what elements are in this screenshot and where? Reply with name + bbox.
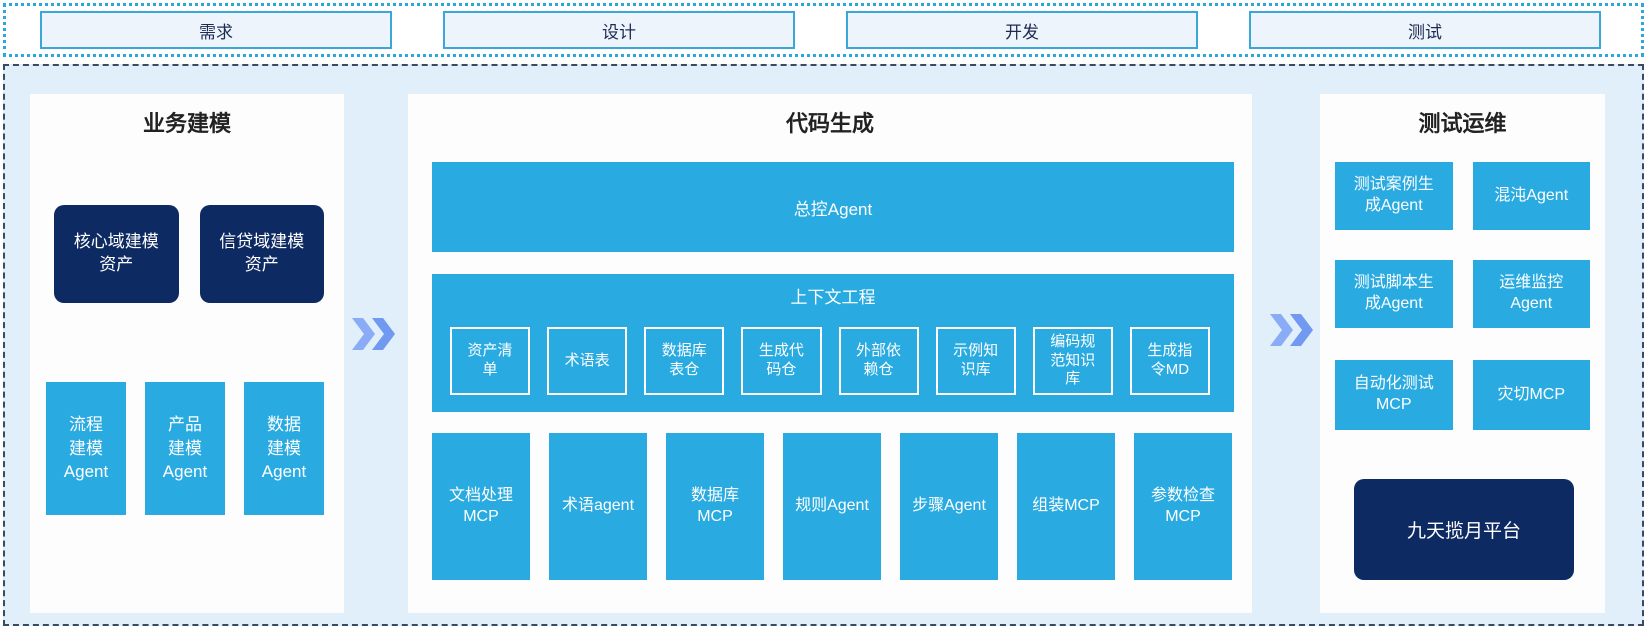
box-example-knowledge-base: 示例知 识库 <box>935 327 1016 395</box>
test-ops-title: 测试运维 <box>1418 111 1507 136</box>
box-doc-processing-mcp: 文档处理 MCP <box>432 433 530 580</box>
box-test-script-generation-agent: 测试脚本生 成Agent <box>1335 260 1453 328</box>
box-credit-domain-modeling-assets: 信贷域建模 资产 <box>199 205 324 303</box>
box-asset-list: 资产清 单 <box>450 327 531 395</box>
phase-band: 需求 设计 开发 测试 <box>3 3 1644 57</box>
code-generation-title: 代码生成 <box>785 111 874 136</box>
box-process-modeling-agent: 流程 建模 Agent <box>46 382 126 515</box>
box-test-case-generation-agent: 测试案例生 成Agent <box>1335 162 1453 230</box>
section-test-ops: 测试运维 测试案例生 成Agent 混沌Agent 测试脚本生 成Agent 运… <box>1320 94 1605 613</box>
test-ops-row-3: 自动化测试 MCP 灾切MCP <box>1335 360 1590 430</box>
section-code-generation: 代码生成 总控Agent 上下文工程 资产清 单 术语表 数据库 表仓 生成代 … <box>408 94 1252 613</box>
context-engineering-panel: 上下文工程 资产清 单 术语表 数据库 表仓 生成代 码仓 外部依 赖仓 示例知… <box>432 274 1234 412</box>
box-assembly-mcp: 组装MCP <box>1017 433 1115 580</box>
box-disaster-switch-mcp: 灾切MCP <box>1472 360 1590 430</box>
test-ops-row-2: 测试脚本生 成Agent 运维监控 Agent <box>1335 260 1590 328</box>
box-step-agent: 步骤Agent <box>900 433 998 580</box>
box-rule-agent: 规则Agent <box>783 433 881 580</box>
phase-development: 开发 <box>846 11 1198 49</box>
box-core-domain-modeling-assets: 核心域建模 资产 <box>54 205 179 303</box>
box-chaos-agent: 混沌Agent <box>1472 162 1590 230</box>
flow-arrow-icon <box>352 318 395 350</box>
box-product-modeling-agent: 产品 建模 Agent <box>145 382 225 515</box>
box-jiutian-lanyue-platform: 九天揽月平台 <box>1354 479 1574 580</box>
phase-design: 设计 <box>443 11 795 49</box>
box-generated-code-repo: 生成代 码仓 <box>741 327 822 395</box>
box-database-mcp: 数据库 MCP <box>666 433 764 580</box>
main-container: 业务建模 核心域建模 资产 信贷域建模 资产 流程 建模 Agent 产品 建模… <box>3 64 1644 626</box>
phase-requirements: 需求 <box>40 11 392 49</box>
box-database-table-repo: 数据库 表仓 <box>644 327 725 395</box>
box-glossary: 术语表 <box>547 327 628 395</box>
box-glossary-agent: 术语agent <box>549 433 647 580</box>
box-parameter-check-mcp: 参数检查 MCP <box>1134 433 1232 580</box>
box-generation-instruction-md: 生成指 令MD <box>1129 327 1210 395</box>
flow-arrow-icon <box>1270 314 1313 346</box>
code-generation-tools-row: 文档处理 MCP 术语agent 数据库 MCP 规则Agent 步骤Agent… <box>432 433 1232 580</box>
box-external-dependency-repo: 外部依 赖仓 <box>838 327 919 395</box>
phase-testing: 测试 <box>1249 11 1601 49</box>
box-ops-monitoring-agent: 运维监控 Agent <box>1472 260 1590 328</box>
box-automated-testing-mcp: 自动化测试 MCP <box>1335 360 1453 430</box>
section-business-modeling: 业务建模 核心域建模 资产 信贷域建模 资产 流程 建模 Agent 产品 建模… <box>30 94 344 613</box>
business-modeling-title: 业务建模 <box>142 111 231 136</box>
context-engineering-title: 上下文工程 <box>790 288 876 307</box>
context-engineering-items: 资产清 单 术语表 数据库 表仓 生成代 码仓 外部依 赖仓 示例知 识库 编码… <box>450 327 1210 395</box>
test-ops-row-1: 测试案例生 成Agent 混沌Agent <box>1335 162 1590 230</box>
modeling-agents-row: 流程 建模 Agent 产品 建模 Agent 数据 建模 Agent <box>46 382 324 515</box>
box-coding-standard-knowledge-base: 编码规 范知识 库 <box>1032 327 1113 395</box>
box-data-modeling-agent: 数据 建模 Agent <box>244 382 324 515</box>
box-master-control-agent: 总控Agent <box>432 162 1234 252</box>
modeling-assets-row: 核心域建模 资产 信贷域建模 资产 <box>54 205 324 303</box>
